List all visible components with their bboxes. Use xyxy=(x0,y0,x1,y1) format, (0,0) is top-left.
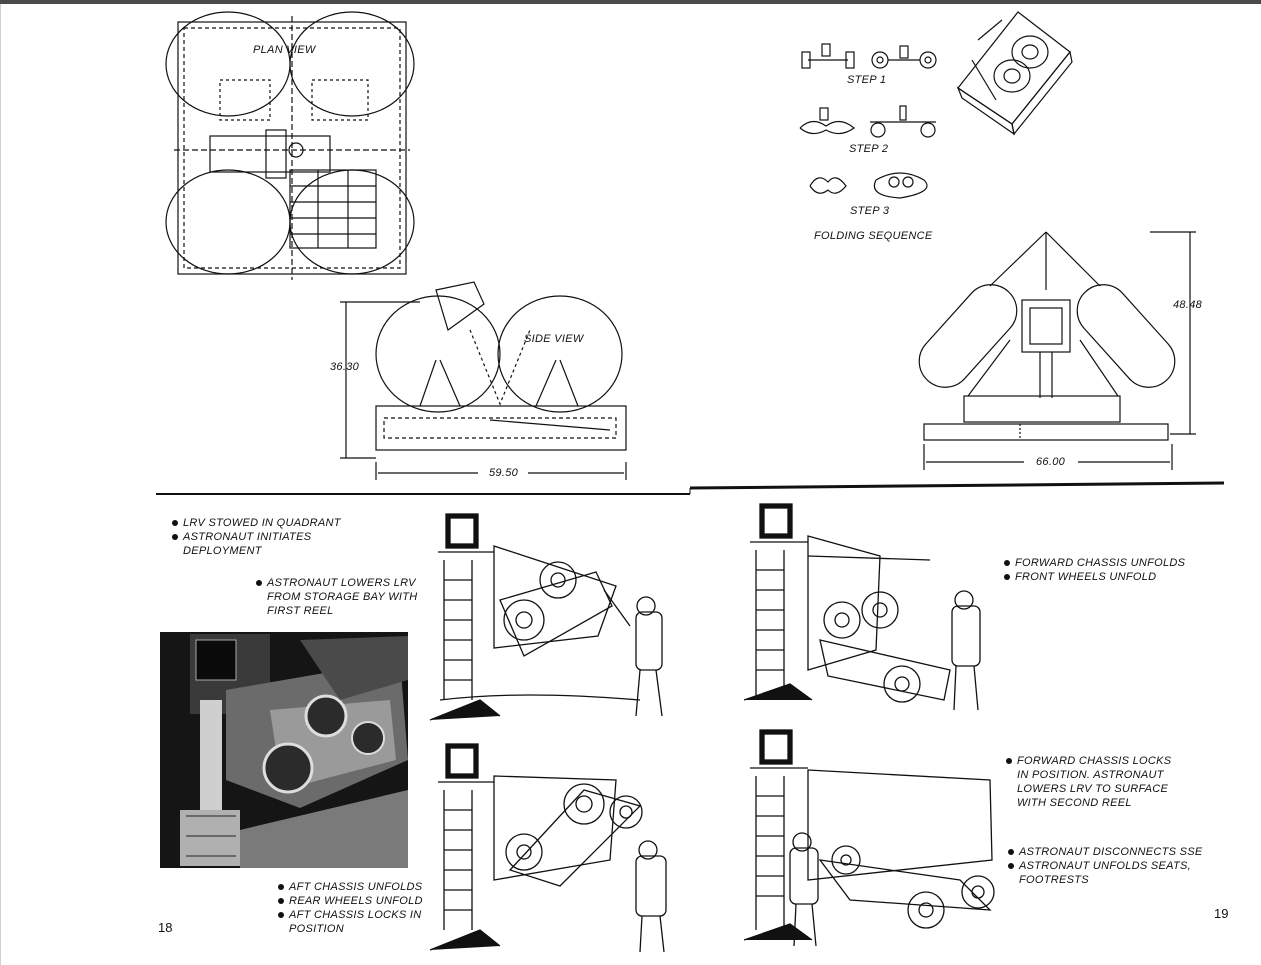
folding-sequence-label: FOLDING SEQUENCE xyxy=(814,230,933,242)
caption-stowed: LRV STOWED IN QUADRANT ASTRONAUT INITIAT… xyxy=(172,516,341,558)
front-width-dimension: 66.00 xyxy=(1036,456,1066,468)
caption-line: LOWERS LRV TO SURFACE xyxy=(1017,783,1169,795)
caption-line: POSITION xyxy=(289,923,344,935)
plan-view-drawing xyxy=(165,11,415,280)
front-height-dimension: 48.48 xyxy=(1173,299,1203,311)
folding-sequence-icons xyxy=(799,11,1073,199)
step-1-label: STEP 1 xyxy=(847,74,887,86)
illustration-panel-1 xyxy=(429,513,663,721)
caption-line: LRV STOWED IN QUADRANT xyxy=(172,516,341,530)
caption-lowers: ASTRONAUT LOWERS LRV FROM STORAGE BAY WI… xyxy=(256,576,418,618)
deployment-photo xyxy=(160,632,408,868)
caption-line: ASTRONAUT UNFOLDS SEATS, xyxy=(1008,859,1203,873)
caption-line: IN POSITION. ASTRONAUT xyxy=(1017,769,1164,781)
caption-line: REAR WHEELS UNFOLD xyxy=(278,894,423,908)
caption-line: FROM STORAGE BAY WITH xyxy=(267,591,418,603)
caption-line: FOOTRESTS xyxy=(1019,874,1089,886)
caption-forward-locks: FORWARD CHASSIS LOCKS IN POSITION. ASTRO… xyxy=(1006,754,1171,810)
caption-line: ASTRONAUT INITIATES xyxy=(172,530,341,544)
caption-line: WITH SECOND REEL xyxy=(1017,797,1132,809)
side-view-drawing xyxy=(340,281,627,480)
caption-line: ASTRONAUT DISCONNECTS SSE xyxy=(1008,845,1203,859)
caption-line: FRONT WHEELS UNFOLD xyxy=(1004,570,1185,584)
deployment-illustrations xyxy=(429,503,995,953)
illustration-panel-2 xyxy=(429,743,667,953)
front-view-drawing xyxy=(918,231,1196,470)
page-left-edge xyxy=(0,4,1,965)
page-number-right: 19 xyxy=(1214,906,1229,921)
step-2-label: STEP 2 xyxy=(849,143,889,155)
caption-seats: ASTRONAUT DISCONNECTS SSE ASTRONAUT UNFO… xyxy=(1008,845,1203,887)
window-top-bar xyxy=(0,0,1261,4)
caption-line: AFT CHASSIS LOCKS IN xyxy=(278,908,423,922)
caption-line: DEPLOYMENT xyxy=(183,545,262,557)
illustration-panel-4 xyxy=(743,729,995,947)
caption-line: AFT CHASSIS UNFOLDS xyxy=(278,880,423,894)
caption-line: ASTRONAUT LOWERS LRV xyxy=(256,576,418,590)
caption-line: FORWARD CHASSIS UNFOLDS xyxy=(1004,556,1185,570)
illustration-panel-3 xyxy=(743,503,981,711)
caption-line: FORWARD CHASSIS LOCKS xyxy=(1006,754,1171,768)
caption-forward-unfolds: FORWARD CHASSIS UNFOLDS FRONT WHEELS UNF… xyxy=(1004,556,1185,584)
side-width-dimension: 59.50 xyxy=(489,467,519,479)
page-number-left: 18 xyxy=(158,920,173,935)
plan-view-label: PLAN VIEW xyxy=(253,44,316,56)
caption-line: FIRST REEL xyxy=(267,605,334,617)
step-3-label: STEP 3 xyxy=(850,205,890,217)
side-view-label: SIDE VIEW xyxy=(524,333,584,345)
side-height-dimension: 36.30 xyxy=(330,361,360,373)
caption-aft-chassis: AFT CHASSIS UNFOLDS REAR WHEELS UNFOLD A… xyxy=(278,880,423,936)
